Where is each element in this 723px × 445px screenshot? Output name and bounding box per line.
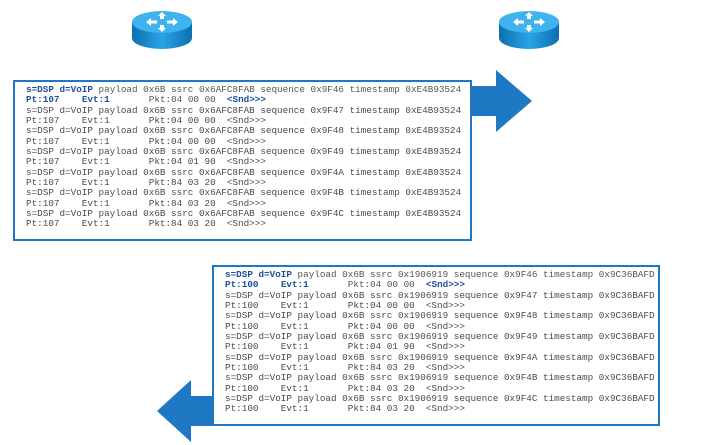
log-line: s=DSP d=VoIP payload 0x6B ssrc 0x1906919… — [225, 393, 655, 405]
log-line: s=DSP d=VoIP payload 0x6B ssrc 0x1906919… — [225, 372, 655, 384]
log-header-dsp: s=DSP d=VoIP — [225, 269, 292, 280]
log-panel-receiver: s=DSP d=VoIP payload 0x6B ssrc 0x1906919… — [212, 265, 660, 426]
arrow-left-icon — [157, 380, 237, 442]
log-line: Pt:107 Evt:1 Pkt:84 03 20 <Snd>>> — [26, 177, 266, 189]
log-line: Pt:100 Evt:1 Pkt:84 03 20 <Snd>>> — [225, 403, 465, 415]
log-line: Pt:107 Evt:1 Pkt:84 03 20 <Snd>>> — [26, 218, 266, 230]
log-header-rest: payload 0x6B ssrc 0x6AFC8FAB sequence 0x… — [92, 84, 462, 95]
log-header-evt: Evt:1 — [280, 279, 309, 291]
log-header-pkt: Pkt:04 00 00 — [347, 279, 415, 291]
log-line: s=DSP d=VoIP payload 0x6B ssrc 0x6AFC8FA… — [26, 166, 462, 178]
log-header-pkt: Pkt:04 00 00 — [148, 94, 216, 106]
router-icon — [497, 4, 561, 60]
log-line: Pt:107 Evt:1 Pkt:04 00 00 <Snd>>> — [26, 135, 266, 147]
router-right — [497, 4, 561, 60]
log-line: s=DSP d=VoIP payload 0x6B ssrc 0x1906919… — [225, 289, 655, 301]
log-line: s=DSP d=VoIP payload 0x6B ssrc 0x1906919… — [225, 351, 655, 363]
log-line: Pt:100 Evt:1 Pkt:84 03 20 <Snd>>> — [225, 382, 465, 394]
log-line: s=DSP d=VoIP payload 0x6B ssrc 0x6AFC8FA… — [26, 208, 462, 220]
arrow-right — [440, 70, 535, 132]
log-header-evt: Evt:1 — [81, 94, 110, 106]
log-line: Pt:100 Evt:1 Pkt:04 00 00 <Snd>>> — [225, 300, 465, 312]
log-line: Pt:107 Evt:1 Pkt:04 00 00 <Snd>>> — [26, 115, 266, 127]
log-header-status: Pt:107 Evt:1 Pkt:04 00 00 <Snd>>> — [26, 95, 464, 105]
log-header-pt: Pt:107 — [26, 94, 60, 106]
log-line: s=DSP d=VoIP payload 0x6B ssrc 0x1906919… — [225, 310, 655, 322]
router-icon — [130, 4, 194, 60]
log-line: Pt:100 Evt:1 Pkt:04 01 90 <Snd>>> — [225, 341, 465, 353]
log-line: s=DSP d=VoIP payload 0x6B ssrc 0x6AFC8FA… — [26, 125, 462, 137]
arrow-right-icon — [440, 70, 535, 132]
log-header-snd: <Snd>>> — [226, 94, 266, 106]
log-header-rest: payload 0x6B ssrc 0x1906919 sequence 0x9… — [291, 269, 655, 280]
log-header-pt: Pt:100 — [225, 279, 259, 291]
log-panel-sender: s=DSP d=VoIP payload 0x6B ssrc 0x6AFC8FA… — [13, 80, 472, 241]
log-header-line: s=DSP d=VoIP payload 0x6B ssrc 0x1906919… — [225, 269, 655, 280]
log-header-snd: <Snd>>> — [425, 279, 465, 291]
router-left — [130, 4, 194, 60]
log-header-line: s=DSP d=VoIP payload 0x6B ssrc 0x6AFC8FA… — [26, 84, 464, 95]
arrow-left — [157, 380, 237, 442]
log-header-dsp: s=DSP d=VoIP — [26, 84, 93, 95]
log-line: Pt:107 Evt:1 Pkt:04 01 90 <Snd>>> — [26, 156, 266, 168]
log-line: s=DSP d=VoIP payload 0x6B ssrc 0x6AFC8FA… — [26, 146, 462, 158]
log-line: s=DSP d=VoIP payload 0x6B ssrc 0x1906919… — [225, 331, 655, 343]
log-line: Pt:107 Evt:1 Pkt:84 03 20 <Snd>>> — [26, 197, 266, 209]
log-line: s=DSP d=VoIP payload 0x6B ssrc 0x6AFC8FA… — [26, 187, 462, 199]
log-line: s=DSP d=VoIP payload 0x6B ssrc 0x6AFC8FA… — [26, 104, 462, 116]
log-line: Pt:100 Evt:1 Pkt:04 00 00 <Snd>>> — [225, 320, 465, 332]
log-line: Pt:100 Evt:1 Pkt:84 03 20 <Snd>>> — [225, 362, 465, 374]
log-header-status: Pt:100 Evt:1 Pkt:04 00 00 <Snd>>> — [225, 280, 652, 290]
